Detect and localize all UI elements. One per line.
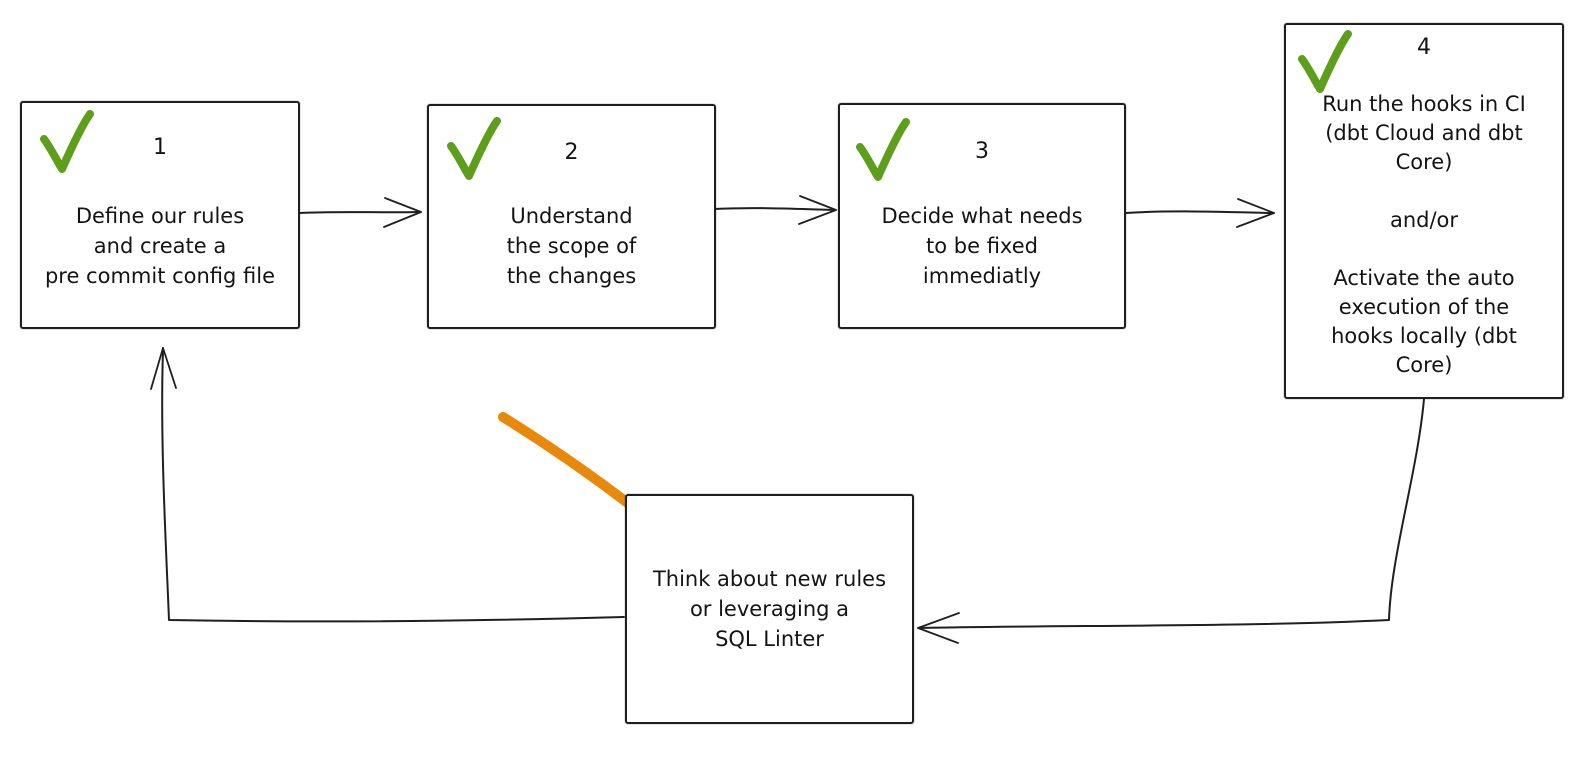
arrow-step2-to-step3 — [713, 195, 837, 225]
check-icon — [40, 110, 94, 173]
arrow-step3-to-step4 — [1125, 198, 1275, 228]
check-icon — [856, 118, 910, 181]
step-3-box: 3 Decide what needs to be fixed immediat… — [838, 103, 1126, 329]
loop-box: Think about new rules or leveraging a SQ… — [625, 494, 914, 724]
check-icon — [447, 117, 501, 180]
step-text: Understand the scope of the changes — [506, 204, 637, 288]
step-number: 2 — [564, 140, 579, 165]
loop-text: Think about new rules or leveraging a SQ… — [652, 567, 887, 651]
step-text: Define our rules and create a pre commit… — [44, 204, 276, 288]
step-number: 1 — [153, 135, 167, 160]
check-icon — [1298, 30, 1352, 93]
step-text: Run the hooks in CI (dbt Cloud and dbt C… — [1322, 92, 1526, 377]
step-text: Decide what needs to be fixed immediatly — [881, 204, 1083, 288]
step-4-box: 4 Run the hooks in CI (dbt Cloud and dbt… — [1284, 23, 1564, 399]
step-number: 3 — [975, 139, 989, 164]
arrow-step1-to-step2 — [299, 197, 422, 228]
step-number: 4 — [1417, 35, 1431, 60]
arrow-step4-to-loop — [917, 398, 1425, 644]
step-1-box: 1 Define our rules and create a pre comm… — [20, 101, 300, 329]
step-2-box: 2 Understand the scope of the changes — [427, 104, 716, 329]
arrow-loop-to-step1 — [150, 347, 625, 623]
